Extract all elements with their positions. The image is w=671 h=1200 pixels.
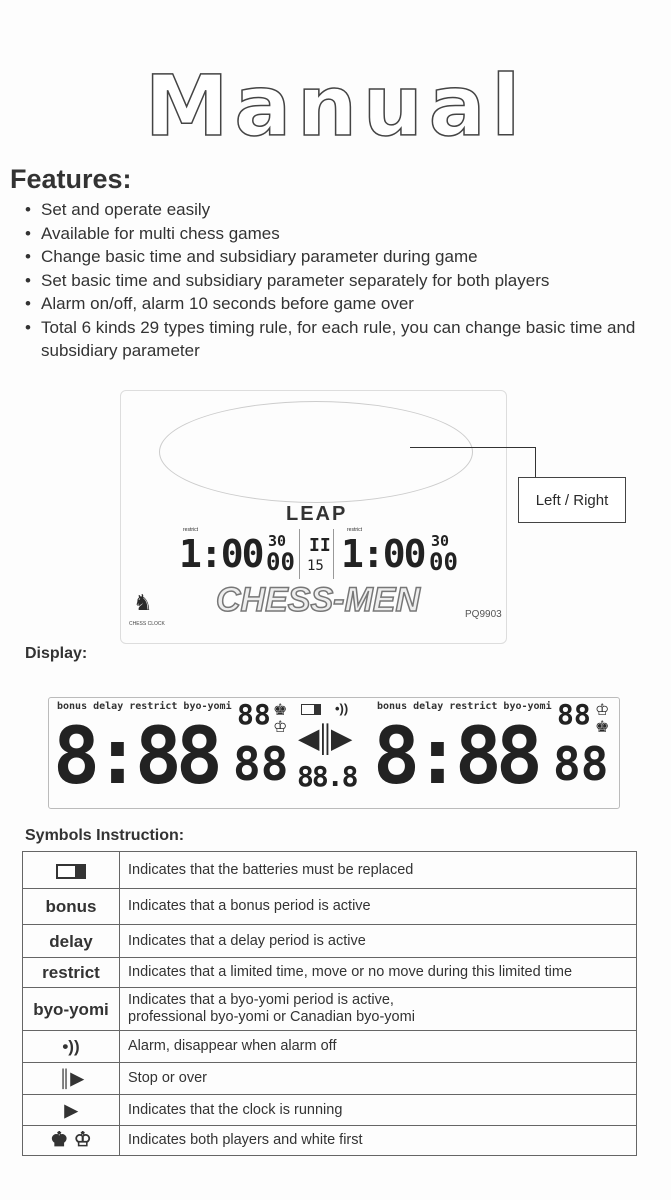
features-heading: Features: xyxy=(10,164,132,194)
symbol-description: Indicates both players and white first xyxy=(119,1125,637,1156)
symbol-description: Stop or over xyxy=(119,1062,637,1095)
symbol-byo-yomi: byo-yomi xyxy=(22,987,120,1031)
main-digits-left: 8:88 xyxy=(53,712,223,802)
divider xyxy=(299,529,300,579)
page-title: Manual xyxy=(144,57,527,155)
symbol-description: Indicates that a bonus period is active xyxy=(119,888,637,925)
left-time: 1:00 xyxy=(179,532,265,576)
table-row: byo-yomi Indicates that a byo-yomi period… xyxy=(22,987,637,1031)
alarm-icon: •)) xyxy=(335,701,349,716)
features-list: Set and operate easily Available for mul… xyxy=(22,198,662,363)
kings-icon: ♚♔ xyxy=(273,702,288,736)
small-digits-left-bottom: 88 xyxy=(233,737,289,791)
callout-label: Left / Right xyxy=(518,477,626,523)
feature-item: Alarm on/off, alarm 10 seconds before ga… xyxy=(22,292,662,316)
alarm-icon: •)) xyxy=(22,1030,120,1063)
stop-icon: ║▶ xyxy=(22,1062,120,1095)
knight-icon: ♞ xyxy=(133,590,153,615)
table-row: •))Alarm, disappear when alarm off xyxy=(22,1030,637,1063)
small-digits-right-top: 88 xyxy=(557,698,591,731)
main-digits-right: 8:88 xyxy=(373,712,543,802)
center-digits: 88.8 xyxy=(297,760,358,793)
stop-running-icon: ◀║▶ xyxy=(299,723,351,753)
center-bottom: 15 xyxy=(307,558,324,574)
feature-item: Set basic time and subsidiary parameter … xyxy=(22,269,662,293)
symbol-delay: delay xyxy=(22,924,120,958)
table-row: Indicates that the batteries must be rep… xyxy=(22,851,637,889)
right-time: 1:00 xyxy=(341,532,427,576)
mode-label: restrict xyxy=(347,527,362,533)
symbol-bonus: bonus xyxy=(22,888,120,925)
lcd-display-diagram: bonus delay restrict byo-yomi 8:88 88 ♚♔… xyxy=(48,697,620,809)
callout-line xyxy=(410,447,536,478)
mode-labels-right: bonus delay restrict byo-yomi xyxy=(377,701,552,712)
running-icon: ▶ xyxy=(22,1094,120,1126)
table-row: ▶Indicates that the clock is running xyxy=(22,1094,637,1126)
divider xyxy=(333,529,334,579)
right-sub-bottom: 00 xyxy=(429,548,458,576)
table-row: ♚ ♔Indicates both players and white firs… xyxy=(22,1125,637,1156)
feature-item: Available for multi chess games xyxy=(22,222,662,246)
watermark: CHESS-MEN xyxy=(215,580,421,620)
brand-logo: LEAP xyxy=(286,503,348,525)
kings-icon: ♔♚ xyxy=(595,702,610,736)
symbol-description: Alarm, disappear when alarm off xyxy=(119,1030,637,1063)
symbol-restrict: restrict xyxy=(22,957,120,988)
symbols-heading: Symbols Instruction: xyxy=(25,827,185,844)
symbols-table: Indicates that the batteries must be rep… xyxy=(22,851,637,1156)
battery-icon xyxy=(22,851,120,889)
symbol-description: Indicates that the clock is running xyxy=(119,1094,637,1126)
small-digits-right-bottom: 88 xyxy=(553,737,609,791)
symbol-description: Indicates that the batteries must be rep… xyxy=(119,851,637,889)
description-line: professional byo-yomi or Canadian byo-yo… xyxy=(128,1009,415,1025)
clock-label: CHESS CLOCK xyxy=(129,621,165,627)
display-heading: Display: xyxy=(25,645,88,662)
kings-icon: ♚ ♔ xyxy=(22,1125,120,1156)
chess-clock-image: LEAP restrict 1:00 30 00 II 15 restrict … xyxy=(120,390,507,644)
model-number: PQ9903 xyxy=(465,609,502,620)
symbol-description: Indicates that a byo-yomi period is acti… xyxy=(119,987,637,1031)
symbol-description: Indicates that a limited time, move or n… xyxy=(119,957,637,988)
feature-item: Change basic time and subsidiary paramet… xyxy=(22,245,662,269)
left-sub-bottom: 00 xyxy=(266,548,295,576)
left-right-button xyxy=(159,401,473,503)
small-digits-left-top: 88 xyxy=(237,698,271,731)
right-sub-top: 30 xyxy=(431,532,450,550)
table-row: ║▶Stop or over xyxy=(22,1062,637,1095)
feature-item: Total 6 kinds 29 types timing rule, for … xyxy=(22,316,662,363)
battery-icon xyxy=(301,704,321,715)
description-line: Indicates that a byo-yomi period is acti… xyxy=(128,992,394,1008)
symbol-description: Indicates that a delay period is active xyxy=(119,924,637,958)
mode-labels-left: bonus delay restrict byo-yomi xyxy=(57,701,232,712)
mode-label: restrict xyxy=(183,527,198,533)
center-top: II xyxy=(309,535,331,556)
left-sub-top: 30 xyxy=(268,532,287,550)
feature-item: Set and operate easily xyxy=(22,198,662,222)
